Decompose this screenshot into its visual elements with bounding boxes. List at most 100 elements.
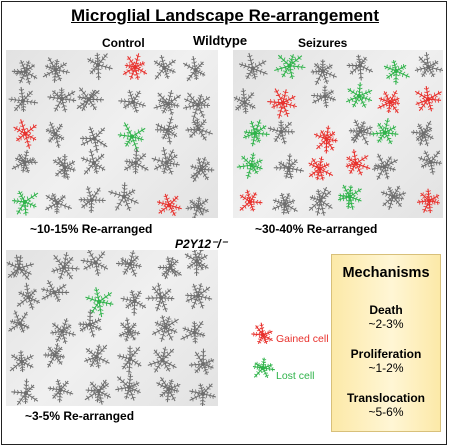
lost-cell-legend: Lost cell <box>276 370 315 382</box>
control-label: Control <box>102 36 145 50</box>
microglia-cell <box>348 119 373 146</box>
microglia-cell <box>157 256 182 280</box>
microglia-cell <box>273 153 304 180</box>
microglia-cell <box>51 251 80 280</box>
microglia-cell <box>145 282 175 313</box>
lost-cell <box>383 59 410 85</box>
lost-cell <box>337 184 362 210</box>
gained-cell <box>156 193 182 217</box>
microglia-cell <box>310 59 337 86</box>
microglia-cell <box>84 379 112 405</box>
microglia-cell <box>78 309 102 338</box>
microglia-cell <box>80 250 109 277</box>
lost-cell <box>12 190 39 216</box>
microglia-cell <box>45 121 65 149</box>
gained-cell <box>345 149 371 176</box>
microglia-cell <box>411 120 434 147</box>
microglia-cell <box>11 149 38 174</box>
microglia-cell <box>147 346 177 373</box>
microglia-cell <box>76 87 104 112</box>
microglia-cell <box>8 310 30 333</box>
microglia-cell <box>380 185 407 211</box>
seizures-caption: ~30-40% Re-arranged <box>255 222 378 236</box>
microglia-cell <box>47 87 77 113</box>
microglia-cell <box>11 59 38 85</box>
microglia-cell <box>151 315 179 342</box>
mechanism-name: Death <box>369 303 403 317</box>
gained-cell <box>416 188 440 214</box>
microglia-cell <box>189 383 216 406</box>
microglia-cell <box>272 192 298 215</box>
microglia-cell <box>78 186 106 214</box>
microglia-cell <box>190 156 215 183</box>
microglia-cell <box>182 92 211 121</box>
gained-cell <box>313 125 338 154</box>
microglia-cell <box>40 279 70 302</box>
microglia-cell <box>185 117 213 141</box>
microglia-cell <box>120 289 147 316</box>
microglia-cell <box>180 320 206 344</box>
microglia-cell <box>123 148 149 175</box>
lost-cell <box>243 119 270 147</box>
gained-cell-glyph <box>251 322 273 344</box>
gained-cell <box>122 53 148 81</box>
figure-title: Microglial Landscape Re-arrangement <box>71 6 379 25</box>
mechanism-proliferation: Proliferation ~1-2% <box>332 347 440 375</box>
lost-cell <box>274 54 306 80</box>
control-caption: ~10-15% Re-arranged <box>30 222 153 236</box>
gained-cell <box>239 189 263 212</box>
p2y12-cell-field <box>6 250 216 406</box>
mechanism-name: Translocation <box>346 391 426 405</box>
microglia-cell <box>185 196 209 218</box>
microglia-cell <box>311 85 336 109</box>
microglia-cell <box>116 250 142 277</box>
microglia-cell <box>42 57 70 83</box>
mechanism-value: ~1-2% <box>368 361 404 375</box>
microglia-cell <box>108 182 139 212</box>
microglia-cell <box>115 373 141 401</box>
microglia-cell <box>11 378 39 406</box>
p2y12-caption: ~3-5% Re-arranged <box>25 409 135 423</box>
lost-cell <box>85 287 114 318</box>
mechanism-value: ~2-3% <box>368 317 404 331</box>
gained-cell <box>267 88 297 119</box>
microglia-cell <box>418 150 442 175</box>
gained-cell <box>308 156 334 181</box>
microglia-cell <box>52 154 76 180</box>
microglia-cell <box>16 282 41 310</box>
gained-cell <box>377 90 400 114</box>
lost-cell <box>345 82 373 108</box>
microglia-cell <box>45 193 72 215</box>
microglia-cell <box>118 317 141 342</box>
gained-cell <box>13 119 37 149</box>
microglia-cell <box>185 283 213 310</box>
microglia-cell <box>267 120 295 145</box>
wildtype-label: Wildtype <box>193 33 248 48</box>
lost-cell-icon <box>252 357 275 379</box>
gained-cell <box>414 85 442 112</box>
microglia-cell <box>184 250 209 276</box>
microglia-cell <box>9 350 34 373</box>
microglia-cell <box>371 153 398 180</box>
microglia-cell <box>238 52 268 80</box>
microglia-cell <box>47 379 74 403</box>
microglia-cell <box>80 148 106 175</box>
microglia-cell <box>83 344 110 369</box>
microglia-cell <box>50 318 76 344</box>
microglia-cell <box>80 126 108 153</box>
microglia-cell <box>43 342 65 368</box>
control-cell-field <box>8 52 215 218</box>
microglia-cell <box>153 55 176 80</box>
microglia-cell <box>346 54 374 81</box>
microglia-cell <box>308 186 333 216</box>
mechanisms-heading: Mechanisms <box>342 265 430 281</box>
microglia-cell <box>117 345 142 376</box>
microglia-cell <box>87 52 113 81</box>
seizures-panel <box>233 50 443 218</box>
gained-cell-icon <box>251 322 273 344</box>
microglia-cell <box>183 55 206 82</box>
mechanism-value: ~5-6% <box>368 405 404 419</box>
lost-cell <box>236 152 263 179</box>
microglia-cell <box>8 86 38 112</box>
